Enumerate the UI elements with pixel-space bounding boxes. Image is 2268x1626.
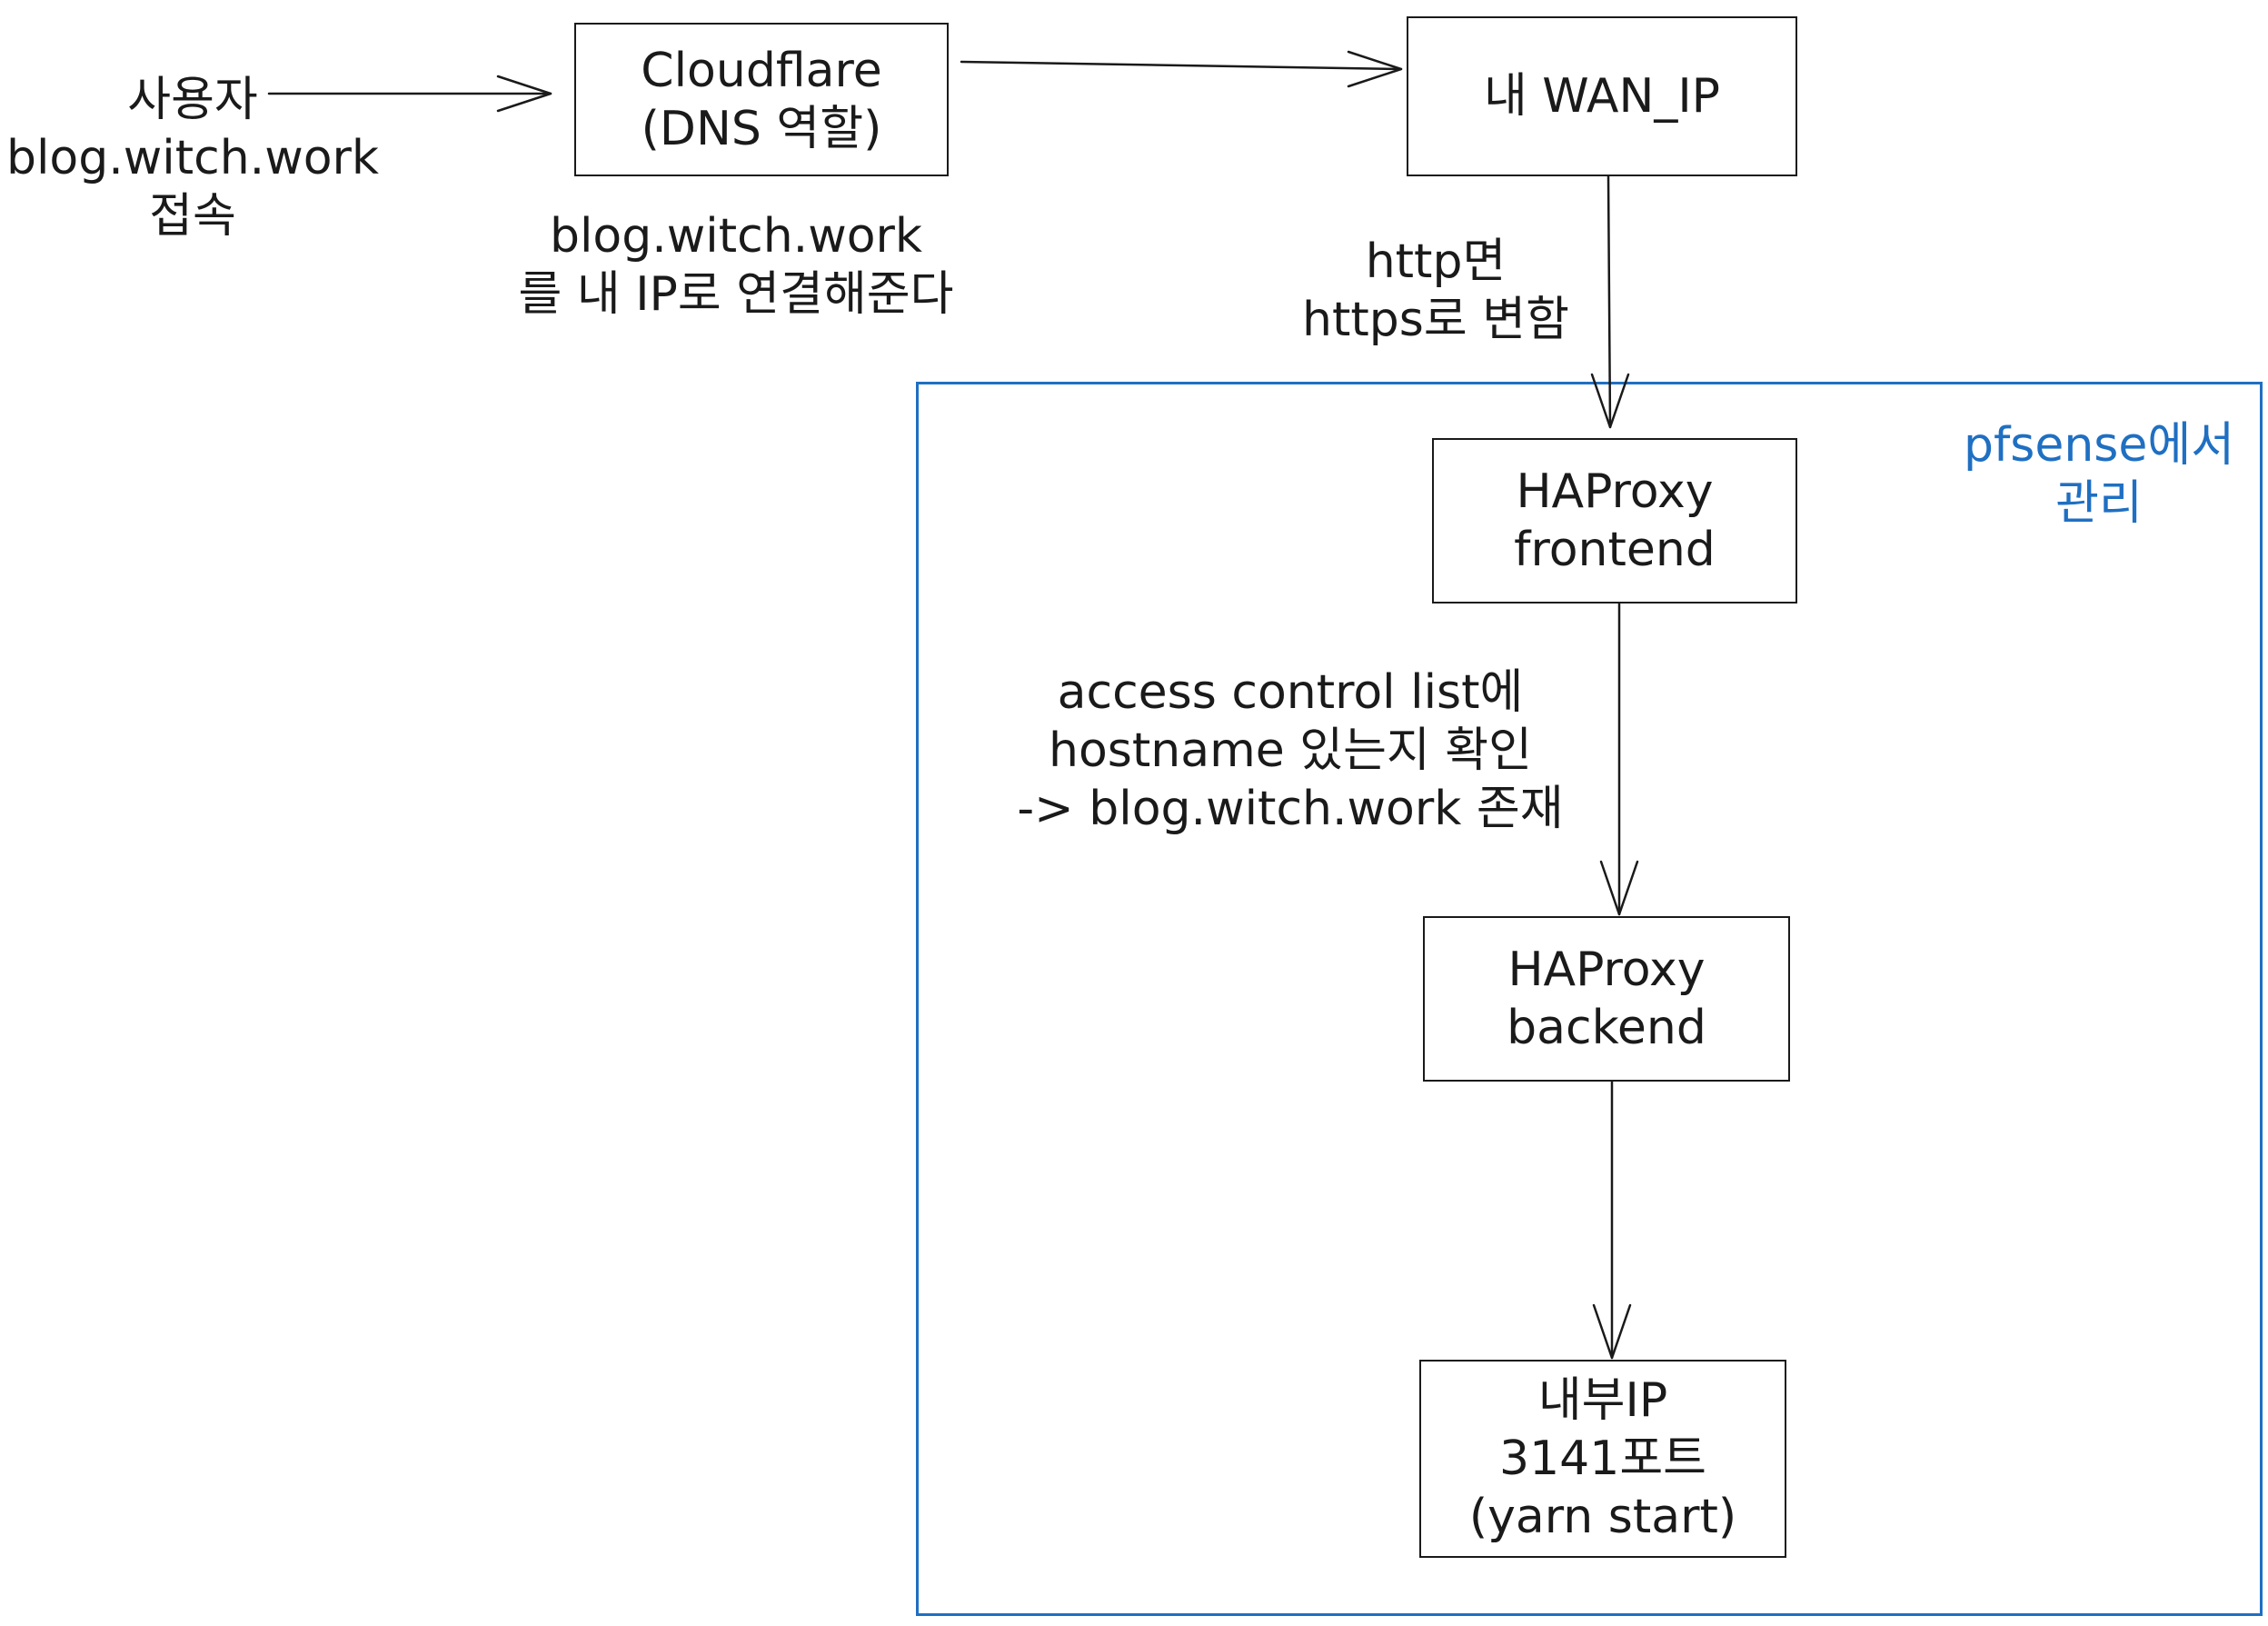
arrowhead-user-to-cloudflare [496,75,552,113]
acl-note: access control list에 hostname 있는지 확인 -> … [1009,663,1572,838]
redirect-note-line-1: http면 [1365,234,1507,289]
cloudflare-node-line-2: (DNS 역할) [641,101,882,156]
cloudflare-node-line-1: Cloudflare [641,43,882,98]
haproxy-backend-node-line-1: HAProxy [1507,943,1706,997]
redirect-note-line-2: https로 변함 [1302,293,1569,347]
pfsense-group-label-line-1: pfsense에서 [1963,418,2235,473]
cloudflare-node: Cloudflare (DNS 역할) [574,23,949,176]
pfsense-group [916,382,2263,1616]
arrowhead-cloudflare-to-wan [1347,50,1403,88]
haproxy-frontend-node: HAProxy frontend [1432,438,1797,604]
user-label-line-1: 사용자 [127,73,258,127]
acl-note-line-1: access control list에 [1057,665,1524,720]
cloudflare-note-line-2: 를 내 IP로 연결해준다 [518,267,954,322]
user-label: 사용자 blog.witch.work 접속 [0,71,385,245]
internal-ip-node-line-2: 3141포트 [1498,1431,1707,1486]
arrowhead-frontend-to-backend [1599,860,1639,916]
internal-ip-node-line-3: (yarn start) [1468,1490,1737,1544]
internal-ip-node: 내부IP 3141포트 (yarn start) [1419,1360,1786,1558]
haproxy-frontend-node-line-2: frontend [1514,523,1716,577]
haproxy-frontend-node-line-1: HAProxy [1516,464,1714,519]
haproxy-backend-node: HAProxy backend [1423,916,1790,1082]
haproxy-backend-node-line-2: backend [1507,1001,1706,1055]
pfsense-group-label: pfsense에서 관리 [1935,416,2263,533]
cloudflare-note: blog.witch.work 를 내 IP로 연결해준다 [491,207,981,324]
redirect-note: http면 https로 변함 [1272,233,1599,349]
arrowhead-backend-to-internal [1592,1303,1632,1360]
cloudflare-note-line-1: blog.witch.work [549,209,923,264]
arrow-wan-to-frontend [1606,175,1612,429]
arrowhead-wan-to-frontend [1590,373,1630,429]
acl-note-line-2: hostname 있는지 확인 [1049,723,1532,778]
pfsense-group-label-line-2: 관리 [2055,476,2143,531]
acl-note-line-3: -> blog.witch.work 존재 [1017,782,1564,836]
user-label-line-3: 접속 [149,189,236,244]
wan-ip-node: 내 WAN_IP [1407,16,1797,176]
internal-ip-node-line-1: 내부IP [1537,1373,1668,1428]
wan-ip-node-line-1: 내 WAN_IP [1483,69,1721,124]
user-label-line-2: blog.witch.work [5,131,380,185]
arrow-cloudflare-to-wan [960,60,1403,71]
